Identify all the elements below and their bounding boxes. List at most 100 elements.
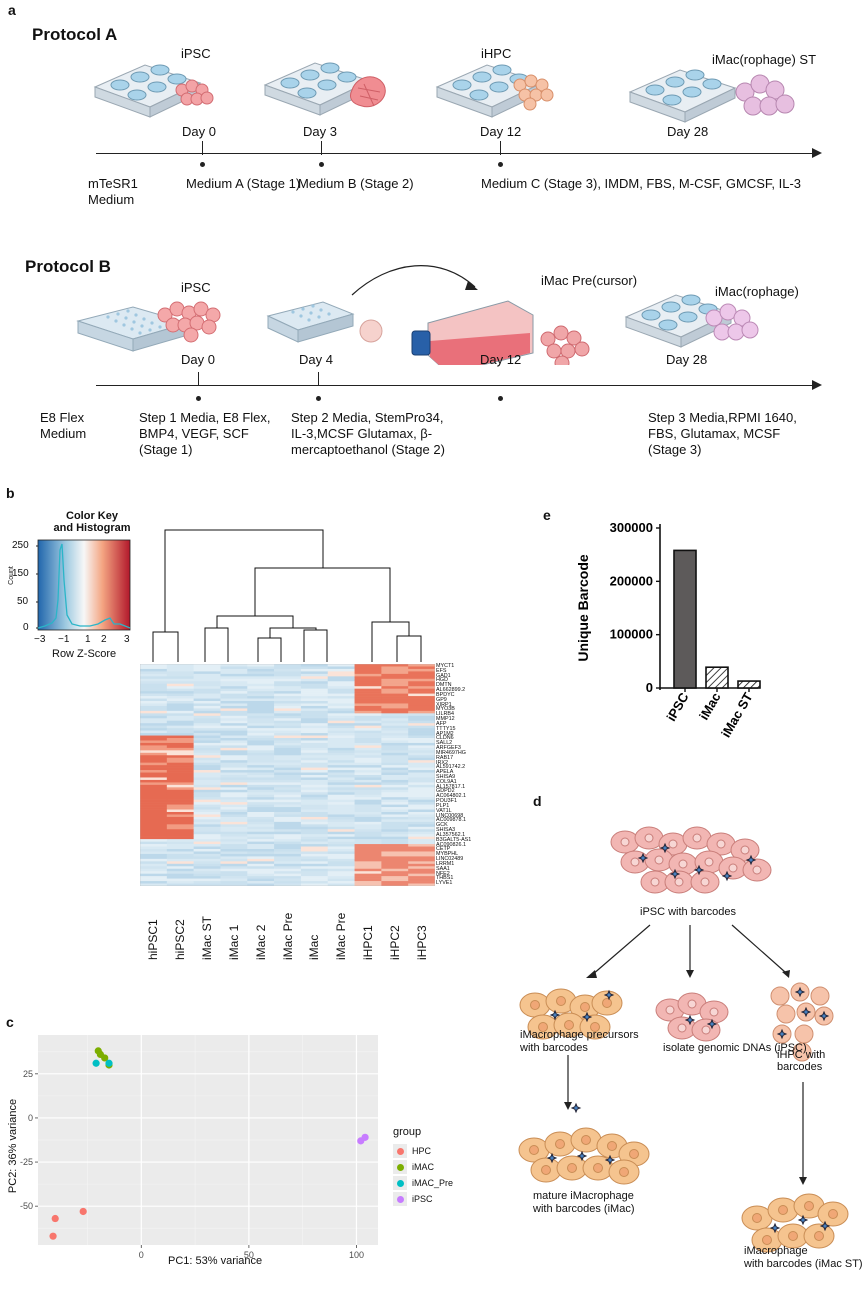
heatmap-cell bbox=[327, 733, 355, 736]
heatmap-cell bbox=[381, 725, 409, 729]
heatmap-cell bbox=[408, 696, 435, 699]
heatmap-cell bbox=[247, 846, 275, 850]
heatmap-cell bbox=[354, 809, 382, 813]
heatmap-cell bbox=[166, 760, 194, 763]
heatmap-cell bbox=[247, 775, 275, 778]
heatmap-cell bbox=[354, 701, 382, 704]
heatmap-cell bbox=[300, 745, 329, 749]
heatmap-cell bbox=[381, 779, 409, 783]
heatmap-cell bbox=[327, 807, 355, 810]
heatmap-cell bbox=[381, 871, 409, 874]
heatmap-cell bbox=[193, 686, 221, 689]
heatmap-cell bbox=[327, 841, 355, 845]
heatmap-cell bbox=[408, 664, 435, 667]
heatmap-cell bbox=[166, 853, 194, 857]
heatmap-cell bbox=[300, 853, 329, 857]
heatmap-cell bbox=[274, 812, 302, 815]
heatmap-cell bbox=[193, 849, 221, 852]
gene-label: LYVE1 bbox=[436, 880, 453, 887]
heatmap-cell bbox=[300, 846, 329, 850]
heatmap-cell bbox=[327, 742, 355, 746]
gene-label: LINC02489 bbox=[436, 856, 464, 863]
heatmap-cell bbox=[166, 666, 194, 670]
heatmap-cell bbox=[381, 873, 409, 877]
heatmap-cell bbox=[220, 826, 248, 830]
sample-label: iHPC1 bbox=[360, 925, 375, 960]
heatmap-cell bbox=[354, 782, 382, 786]
heatmap-cell bbox=[193, 863, 221, 867]
heatmap-cell bbox=[247, 715, 275, 719]
heatmap-cell bbox=[408, 757, 435, 761]
heatmap-cell bbox=[327, 708, 355, 712]
heatmap-cell bbox=[381, 792, 409, 796]
heatmap-cell bbox=[274, 814, 302, 818]
heatmap-cell bbox=[354, 755, 382, 759]
sample-label: iHPC3 bbox=[414, 925, 429, 960]
heatmap-cell bbox=[247, 745, 275, 749]
heatmap-cell bbox=[247, 740, 275, 744]
heatmap-cell bbox=[247, 728, 275, 731]
heatmap-cell bbox=[274, 871, 302, 874]
heatmap-cell bbox=[220, 809, 248, 813]
heatmap-cell bbox=[300, 784, 329, 788]
heatmap-cell bbox=[166, 723, 194, 726]
heatmap-cell bbox=[247, 735, 275, 739]
heatmap-cell bbox=[408, 730, 435, 734]
heatmap-cell bbox=[140, 720, 168, 724]
gene-label: MYCT1 bbox=[436, 663, 455, 669]
protocol-a-stage-ihpc: iHPC bbox=[481, 46, 512, 61]
heatmap-cell bbox=[140, 824, 168, 828]
color-key-xlabel: Row Z-Score bbox=[52, 648, 117, 660]
heatmap-cell bbox=[300, 755, 329, 759]
heatmap-cell bbox=[381, 742, 409, 746]
heatmap-cell bbox=[220, 671, 248, 675]
heatmap-cell bbox=[274, 824, 302, 828]
heatmap-cell bbox=[166, 775, 194, 778]
heatmap-cell bbox=[193, 846, 221, 850]
heatmap-cell bbox=[193, 878, 221, 882]
heatmap-cell bbox=[274, 725, 302, 729]
protocol-a-tick-12 bbox=[500, 141, 501, 155]
heatmap-cell bbox=[354, 794, 382, 798]
heatmap-cell bbox=[274, 794, 302, 798]
gene-label: LINC00698 bbox=[436, 812, 464, 819]
heatmap-cell bbox=[247, 725, 275, 729]
heatmap-cell bbox=[327, 715, 355, 719]
heatmap-cell bbox=[193, 718, 221, 722]
heatmap-cell bbox=[220, 799, 248, 803]
gene-label: GCK bbox=[436, 822, 448, 829]
heatmap-cell bbox=[274, 853, 302, 857]
heatmap-cell bbox=[193, 673, 221, 677]
gene-label: SHISA9 bbox=[436, 774, 456, 780]
heatmap-cell bbox=[408, 720, 435, 724]
heatmap-cell bbox=[140, 844, 168, 847]
heatmap-cell bbox=[220, 728, 248, 731]
heatmap-cell bbox=[166, 802, 194, 805]
heatmap-cell bbox=[247, 765, 275, 768]
heatmap-cell bbox=[166, 807, 194, 810]
heatmap-cell bbox=[274, 668, 302, 672]
heatmap-cell bbox=[300, 668, 329, 672]
heatmap-cell bbox=[166, 673, 194, 677]
heatmap-cell bbox=[193, 802, 221, 805]
heatmap-cell bbox=[354, 824, 382, 828]
color-key-ytick: 50 bbox=[17, 596, 29, 607]
mature-imac-label: mature iMacrophage with barcodes (iMac) bbox=[533, 1190, 635, 1215]
heatmap-cell bbox=[220, 747, 248, 751]
pca-legend-title: group bbox=[393, 1126, 422, 1138]
heatmap-cell bbox=[300, 710, 329, 714]
heatmap-cell bbox=[274, 767, 302, 771]
heatmap-cell bbox=[166, 720, 194, 724]
heatmap-cell bbox=[300, 851, 329, 855]
heatmap-cell bbox=[327, 782, 355, 786]
heatmap-cell bbox=[274, 723, 302, 726]
heatmap-cell bbox=[166, 839, 194, 842]
heatmap-cell bbox=[300, 757, 329, 761]
heatmap-cell bbox=[381, 765, 409, 768]
heatmap-cell bbox=[354, 834, 382, 837]
heatmap-cell bbox=[140, 742, 168, 746]
heatmap-cell bbox=[327, 755, 355, 759]
heatmap-cell bbox=[274, 698, 302, 702]
bar-imac-st bbox=[737, 680, 761, 689]
heatmap-cell bbox=[220, 738, 248, 741]
